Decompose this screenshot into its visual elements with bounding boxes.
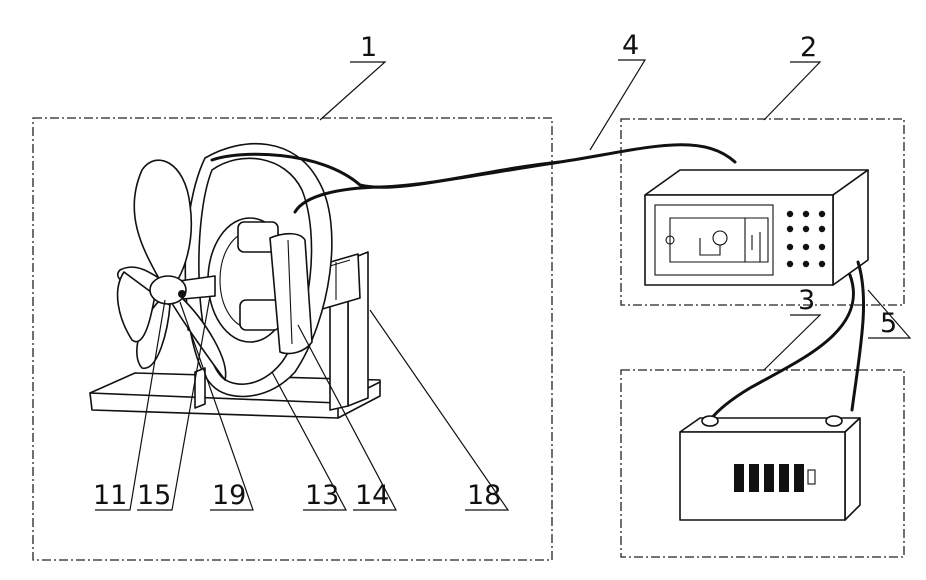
label-stator: 14 — [355, 480, 389, 511]
terminal-negative — [702, 416, 718, 426]
label-generator-unit: 1 — [360, 32, 377, 63]
label-cable-battery: 5 — [880, 308, 897, 339]
label-hub: 15 — [137, 480, 171, 511]
terminal-positive — [826, 416, 842, 426]
label-shaft: 19 — [212, 480, 246, 511]
label-rotor-ring: 13 — [305, 480, 339, 511]
controller-box — [645, 170, 868, 285]
label-support: 18 — [467, 480, 501, 511]
cable-battery-2 — [710, 275, 854, 420]
generator-assembly — [90, 144, 380, 418]
label-cable-main: 4 — [622, 30, 639, 61]
propeller-hub — [150, 276, 186, 304]
battery — [680, 416, 860, 520]
label-propeller: 11 — [93, 480, 127, 511]
label-controller-unit: 2 — [800, 32, 817, 63]
label-battery-unit: 3 — [798, 285, 815, 316]
